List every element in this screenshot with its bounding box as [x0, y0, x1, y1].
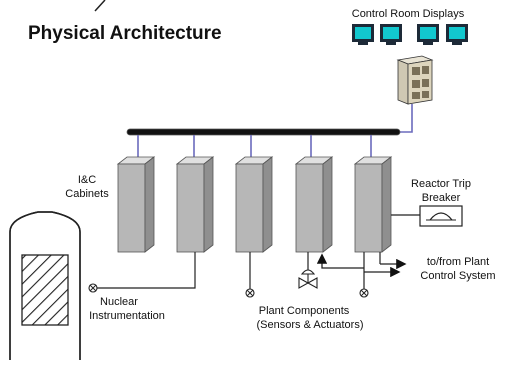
- cabinets-label-line1: I&C: [78, 174, 96, 186]
- to-from-label-line2: Control System: [420, 270, 495, 282]
- nuclear-label-line1: Nuclear: [100, 296, 138, 308]
- server-icon: [396, 55, 434, 105]
- nuclear-label-line2: Instrumentation: [89, 310, 165, 322]
- monitor-icon: [352, 24, 374, 45]
- monitor-icon: [446, 24, 468, 45]
- plant-components-label-line2: (Sensors & Actuators): [257, 319, 364, 331]
- input-arrow: [316, 253, 364, 269]
- monitor-icon: [380, 24, 402, 45]
- diagram-title: Physical Architecture: [28, 23, 222, 44]
- valve-icon: [298, 269, 318, 289]
- sensor-icon: [88, 283, 98, 293]
- reactor-trip-label-line2: Breaker: [422, 192, 461, 204]
- cabinets-label-line2: Cabinets: [65, 188, 109, 200]
- control-room-displays: [352, 24, 468, 45]
- control-room-label: Control Room Displays: [352, 8, 465, 20]
- reactor-trip-label-line1: Reactor Trip: [411, 178, 471, 190]
- cabinet-icon: [116, 156, 156, 253]
- server-bus-link: [394, 104, 413, 133]
- cabinet-icon: [294, 156, 334, 253]
- cabinet-icon: [234, 156, 274, 253]
- monitor-icon: [417, 24, 439, 45]
- breaker-icon: [419, 205, 463, 227]
- sensor-icon: [245, 288, 255, 298]
- network-bus: [126, 128, 401, 136]
- cabinet-icon: [175, 156, 215, 253]
- to-from-label-line1: to/from Plant: [427, 256, 489, 268]
- title-pointer-line: [94, 0, 106, 12]
- reactor-vessel-icon: [9, 211, 81, 360]
- sensor-icon: [359, 288, 369, 298]
- cabinet-links: [137, 135, 372, 158]
- plant-components-label-line1: Plant Components: [259, 305, 350, 317]
- nuclear-instrumentation-wire: [97, 252, 196, 289]
- cabinet-icon: [353, 156, 393, 253]
